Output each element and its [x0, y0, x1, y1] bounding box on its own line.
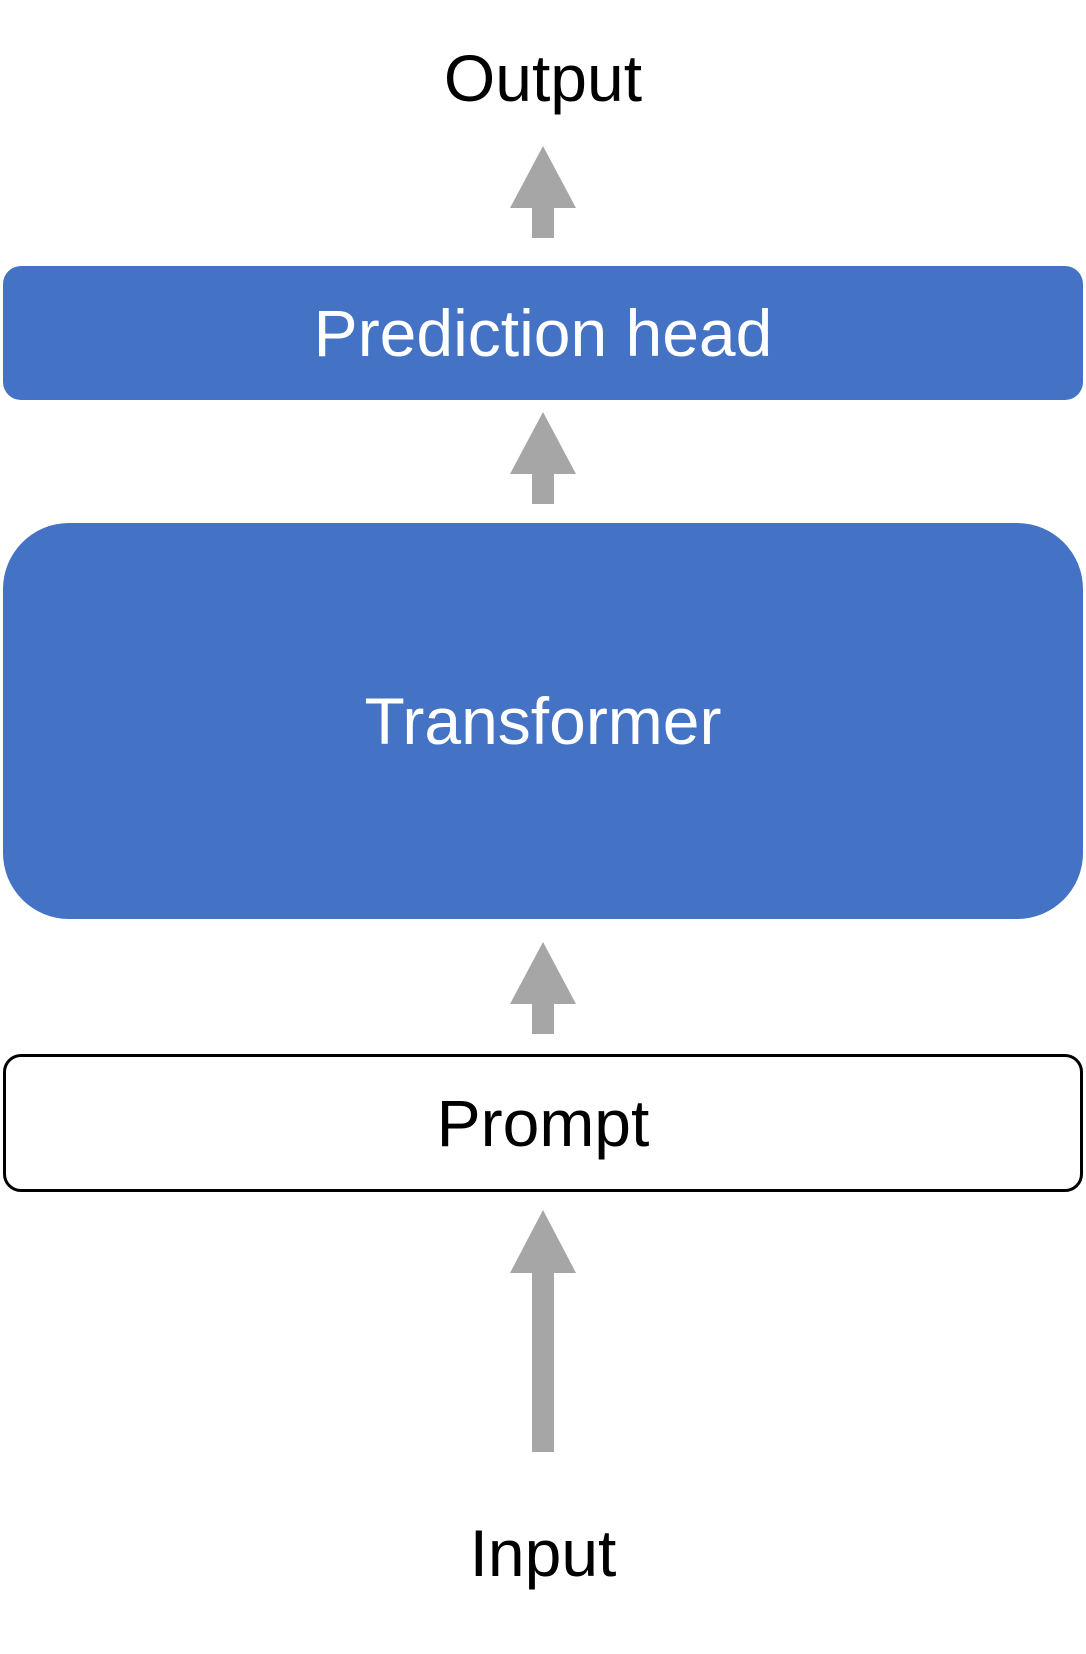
transformer-block: Transformer	[3, 523, 1083, 919]
arrow-up-icon	[510, 146, 576, 238]
arrow-up-icon	[510, 942, 576, 1034]
prediction-head-label: Prediction head	[313, 296, 773, 370]
arrow-up-icon	[510, 412, 576, 504]
input-label: Input	[469, 1516, 617, 1590]
prompt-block: Prompt	[3, 1054, 1083, 1192]
prediction-head-block: Prediction head	[3, 266, 1083, 400]
arrow-up-icon	[510, 1210, 576, 1452]
output-label: Output	[443, 41, 643, 115]
transformer-label: Transformer	[364, 684, 722, 758]
prompt-label: Prompt	[436, 1086, 650, 1160]
